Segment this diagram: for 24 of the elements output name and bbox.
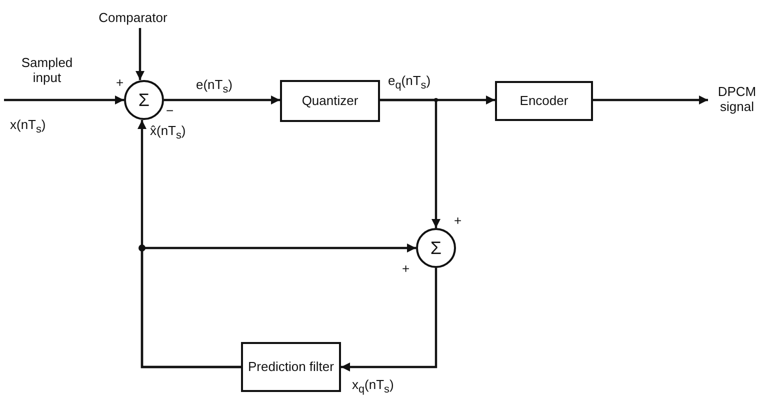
signal-label: x̂(nT$_{s}$) [150,124,186,142]
input-label: Sampled input [20,56,74,86]
signal-label: x(nT$_{s}$) [10,118,46,136]
process-box: Encoder [495,81,593,121]
sign-label: + [402,262,410,277]
node-label: DPCM signal [712,82,762,118]
signal-arrow [380,98,440,228]
summing-junction: Σ [416,228,456,268]
signal-arrow [593,96,708,104]
process-box: Quantizer [280,80,380,122]
signal-label: x$_{q}$(nT$_{s}$) [352,378,394,396]
sign-label: + [116,76,124,91]
signal-label: e(nT$_{s}$) [196,78,232,96]
summing-junction: Σ [124,80,164,120]
signal-arrow [341,268,438,372]
signal-label: e$_{q}$(nT$_{s}$) [388,74,431,92]
node-label: Comparator [88,8,178,28]
process-box: Prediction filter [241,342,341,392]
signal-arrow [140,244,416,368]
signal-arrow [4,96,124,104]
leader-arrow [136,28,144,80]
signal-arrow [164,96,280,104]
sign-label: − [166,104,174,119]
sign-label: + [454,214,462,229]
